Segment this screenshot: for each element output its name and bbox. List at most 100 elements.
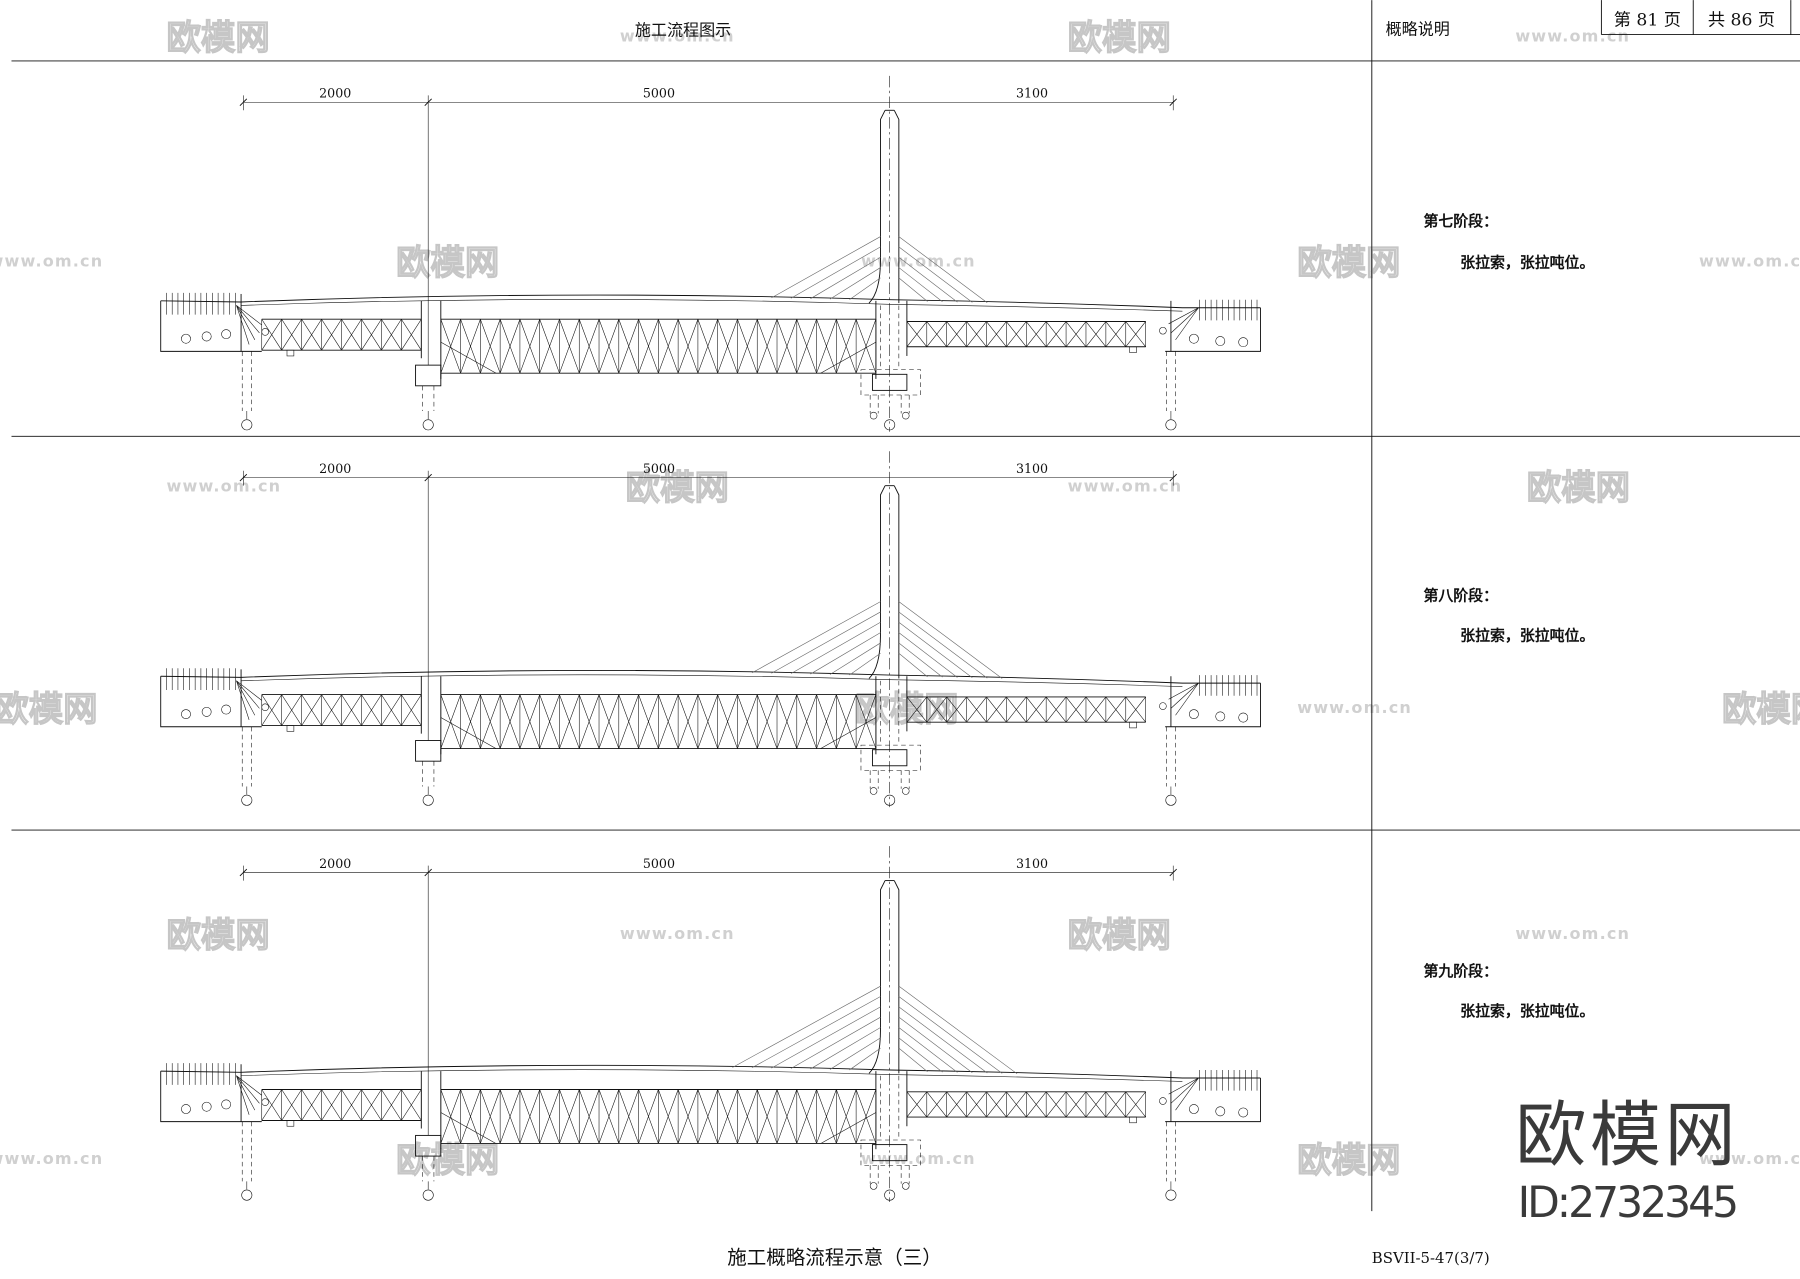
watermark-logo-text: 欧模网 [1722, 690, 1800, 730]
stay-cable [898, 246, 973, 303]
stay-cable [790, 622, 881, 674]
truss-diagonal [966, 1091, 987, 1118]
side-span-dimension: 2000 [319, 86, 351, 101]
truss-diagonal [1125, 1091, 1146, 1118]
truss-diagonal [361, 694, 382, 726]
watermark-logo-text: 欧模网 [1515, 1094, 1735, 1177]
pile-foundation-marker [422, 419, 434, 431]
haunch-line [440, 717, 497, 749]
truss-diagonal [480, 319, 501, 374]
stage-description: 张拉索，张拉吨位。 [1460, 1002, 1594, 1020]
stay-cable [898, 236, 988, 304]
stay-cable [829, 1037, 881, 1070]
truss-diagonal [697, 319, 718, 374]
watermark-logo-text: 欧模网 [1068, 18, 1171, 58]
watermark-url-text: www.om.cn [1699, 251, 1800, 270]
pile-foundation-marker [884, 419, 896, 431]
truss-diagonal [440, 694, 461, 749]
truss-diagonal [677, 319, 699, 374]
truss-diagonal [559, 694, 580, 749]
pile-foundation-marker [241, 794, 253, 806]
truss-diagonal [1006, 321, 1027, 347]
watermark-logo-text: 欧模网 [1068, 916, 1171, 956]
truss-diagonal [578, 694, 600, 749]
truss-diagonal [559, 319, 580, 374]
stage-note: 第七阶段： 张拉索，张拉吨位。 [1423, 212, 1594, 271]
anchor-bolt [221, 329, 232, 340]
anchor-fan-line [1175, 1077, 1199, 1111]
truss-diagonal [658, 1089, 679, 1144]
anchor-bolt [181, 333, 191, 344]
anchor-bolt [261, 328, 269, 336]
anchor-bolt [221, 704, 232, 715]
truss-diagonal [756, 319, 778, 374]
anchor-bolt [1215, 711, 1226, 722]
truss-diagonal [539, 1089, 560, 1144]
truss-diagonal [261, 694, 282, 726]
anchor-fan-line [236, 1075, 260, 1104]
title-block: 施工流程图示 概略说明 第 81 页 共 86 页 [635, 10, 1775, 39]
pile-foundation-marker [902, 411, 910, 420]
anchor-fan-line [1175, 307, 1199, 341]
watermark-logo-text: 欧模网 [626, 468, 729, 508]
main-span-dimension: 5000 [643, 461, 675, 476]
truss-diagonal [499, 1089, 521, 1144]
anchor-bolt [1215, 1106, 1226, 1117]
watermark-url-text: www.om.cn [1515, 26, 1630, 45]
stay-cable [810, 256, 881, 299]
truss-diagonal [578, 319, 600, 374]
anchor-bolt [181, 709, 191, 719]
truss-diagonal [717, 319, 738, 374]
pier-cap [415, 740, 442, 762]
truss-diagonal [1085, 321, 1107, 347]
truss-diagonal [737, 694, 758, 749]
stage-description: 张拉索，张拉吨位。 [1460, 627, 1594, 645]
dimension-tick [239, 868, 248, 877]
pile-foundation-marker [869, 411, 878, 420]
dimension-tick [424, 473, 432, 482]
bearing-block [1129, 721, 1137, 729]
truss-diagonal [946, 696, 967, 723]
pile-foundation-marker [422, 794, 434, 806]
truss-diagonal [926, 321, 947, 347]
truss-diagonal [986, 1091, 1007, 1118]
stay-cable [732, 985, 881, 1068]
stage-description: 张拉索，张拉吨位。 [1460, 254, 1594, 272]
stay-cable [898, 256, 958, 303]
truss-diagonal [697, 1089, 718, 1144]
truss-diagonal [578, 1089, 600, 1144]
stay-cable [898, 1037, 943, 1073]
pile-foundation-marker [422, 1189, 434, 1201]
truss-diagonal [1105, 696, 1126, 723]
truss-diagonal [460, 319, 481, 374]
drawing-number: BSVII-5-47(3/7) [1372, 1249, 1490, 1267]
watermark-url-text: www.om.cn [620, 26, 735, 45]
bearing-block [286, 1120, 295, 1127]
truss-diagonal [756, 1089, 778, 1144]
anchor-fan-line [1175, 682, 1199, 716]
truss-diagonal [460, 1089, 481, 1144]
truss-diagonal [697, 694, 718, 749]
right-abutment-outline [1165, 1078, 1261, 1123]
stage-note: 第九阶段： 张拉索，张拉吨位。 [1423, 962, 1594, 1020]
pylon-left-edge [868, 880, 886, 1074]
truss-diagonal [519, 1089, 540, 1144]
stay-cable [810, 632, 881, 675]
stay-cable [898, 632, 958, 678]
watermark-url-text: www.om.cn [1297, 698, 1412, 717]
truss-diagonal [301, 694, 322, 726]
truss-diagonal [946, 1091, 967, 1118]
truss-diagonal [281, 694, 302, 726]
watermark-url-text: www.om.cn [1699, 1149, 1800, 1168]
anchor-fan-line [236, 680, 262, 701]
stay-cable [898, 1016, 973, 1073]
anchor-bolt [1188, 333, 1199, 344]
truss-diagonal [966, 321, 987, 347]
main-span-dimension: 5000 [643, 86, 675, 101]
sheet-caption: 施工概略流程示意（三） [727, 1246, 942, 1269]
truss-diagonal [836, 1089, 857, 1144]
dimension-tick [1169, 98, 1177, 107]
truss-diagonal [618, 694, 639, 749]
truss-diagonal [986, 321, 1007, 347]
bearing-block [1129, 346, 1137, 353]
